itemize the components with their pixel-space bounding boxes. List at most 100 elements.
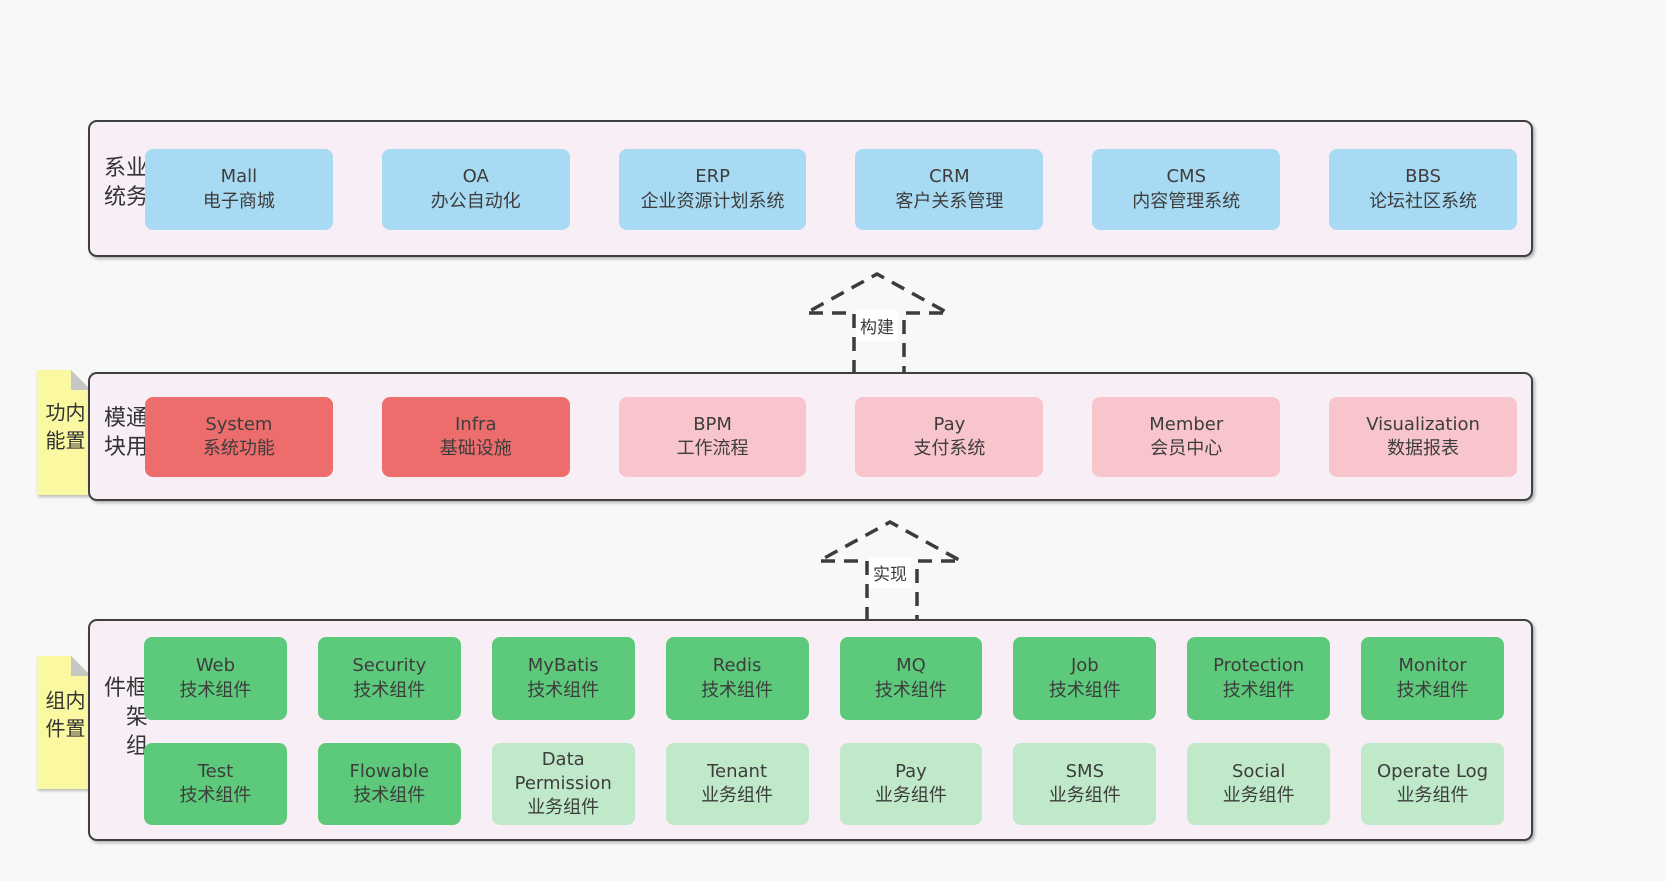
box-oa: OA 办公自动化 bbox=[381, 149, 570, 230]
framework-components-row-1: Web 技术组件 Security 技术组件 MyBatis 技术组件 Redi… bbox=[144, 637, 1504, 720]
box-bbs: BBS 论坛社区系统 bbox=[1329, 149, 1517, 230]
box-title: Data Permission bbox=[514, 748, 612, 794]
box-title: OA bbox=[462, 166, 489, 188]
box-mq: MQ 技术组件 bbox=[839, 637, 983, 720]
arrow-implement-label: 实现 bbox=[869, 557, 911, 588]
box-data-permission: Data Permission 业务组件 bbox=[491, 743, 635, 825]
arrow-build: 构建 bbox=[800, 268, 954, 374]
box-title: SMS bbox=[1065, 760, 1104, 782]
box-infra: Infra 基础设施 bbox=[381, 397, 570, 477]
box-subtitle: 技术组件 bbox=[701, 679, 774, 701]
box-subtitle: 基础设施 bbox=[439, 438, 512, 459]
box-title: Flowable bbox=[349, 760, 430, 782]
box-title: BPM bbox=[693, 413, 732, 435]
layer-business-systems: 业务系统 Mall 电子商城 OA 办公自动化 ERP 企业资源计划系统 CRM… bbox=[88, 120, 1533, 257]
box-title: Pay bbox=[895, 760, 927, 782]
box-redis: Redis 技术组件 bbox=[665, 637, 809, 720]
box-cms: CMS 内容管理系统 bbox=[1092, 149, 1281, 230]
box-crm: CRM 客户关系管理 bbox=[855, 149, 1044, 230]
box-subtitle: 技术组件 bbox=[353, 785, 426, 806]
box-subtitle: 电子商城 bbox=[202, 190, 275, 212]
box-monitor: Monitor 技术组件 bbox=[1361, 637, 1504, 720]
sticky-note-builtin-components: 内置组件 bbox=[37, 656, 91, 789]
box-subtitle: 客户关系管理 bbox=[895, 190, 1004, 212]
box-subtitle: 工作流程 bbox=[676, 438, 749, 459]
framework-components-row-2: Test 技术组件 Flowable 技术组件 Data Permission … bbox=[144, 743, 1504, 825]
box-subtitle: 技术组件 bbox=[1396, 679, 1469, 701]
box-title: Monitor bbox=[1398, 655, 1467, 677]
layer-label: 业务系统 bbox=[100, 155, 147, 214]
box-subtitle: 技术组件 bbox=[874, 679, 947, 701]
box-system: System 系统功能 bbox=[145, 397, 333, 477]
box-bpm: BPM 工作流程 bbox=[618, 397, 807, 477]
box-mall: Mall 电子商城 bbox=[145, 149, 333, 230]
box-protection: Protection 技术组件 bbox=[1187, 637, 1331, 720]
box-subtitle: 会员中心 bbox=[1150, 438, 1223, 459]
box-subtitle: 技术组件 bbox=[179, 785, 252, 806]
box-title: System bbox=[205, 413, 273, 435]
box-title: CMS bbox=[1166, 166, 1206, 188]
arrow-build-label: 构建 bbox=[856, 310, 898, 341]
sticky-note-builtin-features: 内置功能 bbox=[37, 370, 91, 495]
box-test: Test 技术组件 bbox=[144, 743, 287, 825]
box-subtitle: 办公自动化 bbox=[430, 190, 521, 212]
box-subtitle: 论坛社区系统 bbox=[1369, 190, 1478, 212]
box-title: ERP bbox=[695, 166, 730, 188]
arrow-implement: 实现 bbox=[813, 516, 967, 621]
sticky-label: 内置组件 bbox=[42, 689, 86, 746]
layer-framework-components: 框架组件 Web 技术组件 Security 技术组件 MyBatis 技术组件… bbox=[88, 619, 1533, 841]
common-modules-row: System 系统功能 Infra 基础设施 BPM 工作流程 Pay 支付系统… bbox=[145, 397, 1517, 477]
box-subtitle: 企业资源计划系统 bbox=[640, 190, 785, 212]
box-subtitle: 技术组件 bbox=[1222, 679, 1295, 701]
box-subtitle: 技术组件 bbox=[179, 679, 252, 701]
box-visualization: Visualization 数据报表 bbox=[1329, 397, 1517, 477]
box-subtitle: 业务组件 bbox=[1396, 785, 1469, 806]
box-subtitle: 业务组件 bbox=[1222, 785, 1295, 806]
box-title: MyBatis bbox=[527, 655, 599, 677]
box-title: Mall bbox=[220, 166, 258, 188]
box-subtitle: 系统功能 bbox=[202, 438, 275, 459]
up-block-arrow-icon bbox=[818, 520, 962, 621]
box-title: Tenant bbox=[707, 760, 768, 782]
box-subtitle: 业务组件 bbox=[1048, 785, 1121, 806]
box-title: Security bbox=[352, 655, 427, 677]
box-title: Protection bbox=[1213, 655, 1305, 677]
box-pay-component: Pay 业务组件 bbox=[839, 743, 983, 825]
box-operate-log: Operate Log 业务组件 bbox=[1361, 743, 1504, 825]
box-erp: ERP 企业资源计划系统 bbox=[618, 149, 807, 230]
box-title: MQ bbox=[896, 655, 926, 677]
box-subtitle: 业务组件 bbox=[701, 785, 774, 806]
box-title: Test bbox=[197, 760, 234, 782]
up-block-arrow-icon bbox=[805, 272, 949, 374]
box-security: Security 技术组件 bbox=[317, 637, 461, 720]
box-subtitle: 支付系统 bbox=[913, 438, 986, 459]
box-subtitle: 内容管理系统 bbox=[1132, 190, 1241, 212]
box-social: Social 业务组件 bbox=[1187, 743, 1331, 825]
box-title: Web bbox=[195, 655, 236, 677]
box-title: CRM bbox=[929, 166, 970, 188]
layer-common-modules: 通用模块 System 系统功能 Infra 基础设施 BPM 工作流程 Pay… bbox=[88, 372, 1533, 501]
box-title: Redis bbox=[712, 655, 762, 677]
box-subtitle: 技术组件 bbox=[527, 679, 600, 701]
box-mybatis: MyBatis 技术组件 bbox=[491, 637, 635, 720]
box-title: Social bbox=[1232, 760, 1286, 782]
box-subtitle: 技术组件 bbox=[1048, 679, 1121, 701]
layer-label: 通用模块 bbox=[100, 405, 147, 464]
box-web: Web 技术组件 bbox=[144, 637, 287, 720]
box-title: Job bbox=[1070, 655, 1099, 677]
layer-label: 框架组件 bbox=[100, 675, 147, 763]
box-tenant: Tenant 业务组件 bbox=[665, 743, 809, 825]
box-title: Infra bbox=[455, 413, 497, 435]
sticky-label: 内置功能 bbox=[42, 401, 86, 458]
box-title: Pay bbox=[933, 413, 966, 435]
box-title: Operate Log bbox=[1377, 760, 1489, 782]
box-title: Member bbox=[1149, 413, 1224, 435]
box-title: Visualization bbox=[1366, 413, 1480, 435]
box-title: BBS bbox=[1405, 166, 1441, 188]
box-sms: SMS 业务组件 bbox=[1013, 743, 1157, 825]
box-subtitle: 数据报表 bbox=[1387, 438, 1460, 459]
business-systems-row: Mall 电子商城 OA 办公自动化 ERP 企业资源计划系统 CRM 客户关系… bbox=[145, 149, 1517, 230]
box-subtitle: 技术组件 bbox=[353, 679, 426, 701]
box-subtitle: 业务组件 bbox=[874, 785, 947, 806]
